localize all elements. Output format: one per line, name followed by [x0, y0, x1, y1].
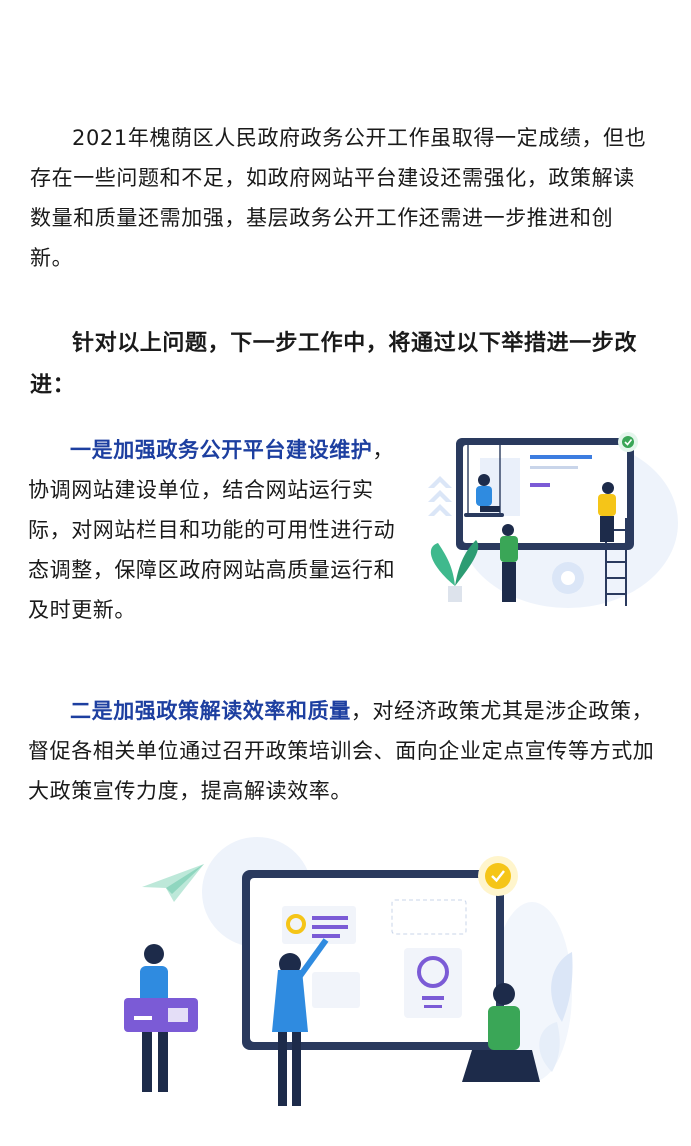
paragraph-next-steps-intro: 针对以上问题，下一步工作中，将通过以下举措进一步改进：	[30, 323, 655, 407]
paragraph-summary: 2021年槐荫区人民政府政务公开工作虽取得一定成绩，但也存在一些问题和不足，如政…	[30, 118, 655, 278]
measure-two-heading: 二是加强政策解读效率和质量	[70, 699, 351, 723]
measure-one-heading: 一是加强政务公开平台建设维护	[70, 438, 373, 462]
paragraph-summary-text: 2021年槐荫区人民政府政务公开工作虽取得一定成绩，但也存在一些问题和不足，如政…	[30, 126, 647, 270]
policy-interpretation-illustration	[124, 837, 573, 1106]
paragraph-next-steps-text: 针对以上问题，下一步工作中，将通过以下举措进一步改进：	[30, 331, 638, 398]
measure-one-body: ，协调网站建设单位，结合网站运行实际，对网站栏目和功能的可用性进行动态调整，保障…	[28, 438, 396, 622]
paragraph-measure-one: 一是加强政务公开平台建设维护，协调网站建设单位，结合网站运行实际，对网站栏目和功…	[28, 430, 406, 630]
website-maintenance-illustration	[428, 432, 678, 608]
paragraph-measure-two: 二是加强政策解读效率和质量，对经济政策尤其是涉企政策，督促各相关单位通过召开政策…	[28, 691, 668, 811]
measure-two-body: ，对经济政策尤其是涉企政策，督促各相关单位通过召开政策培训会、面向企业定点宣传等…	[28, 699, 655, 803]
